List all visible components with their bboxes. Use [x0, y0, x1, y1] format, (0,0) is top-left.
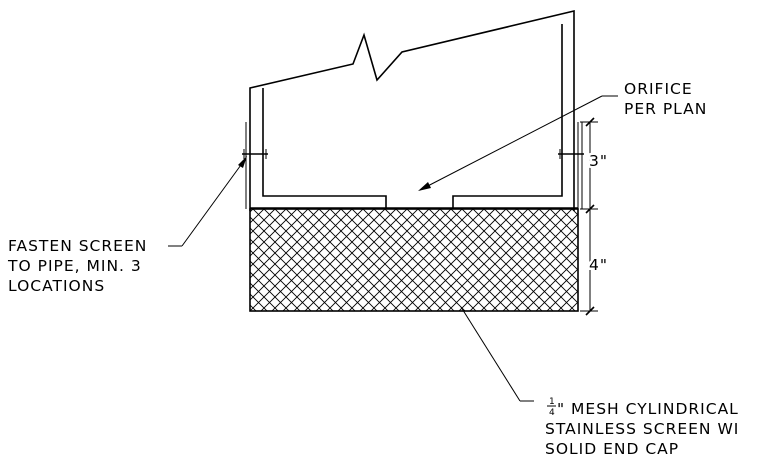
dimension-upper: 3"	[589, 152, 608, 170]
mesh-label-line2: STAINLESS SCREEN WI	[545, 420, 739, 438]
mesh-screen	[249, 208, 579, 312]
fastener-left	[242, 149, 268, 159]
mesh-leader	[460, 306, 534, 402]
mesh-label-line3: SOLID END CAP	[545, 440, 679, 458]
fasten-label-line2: TO PIPE, MIN. 3	[7, 257, 142, 275]
mesh-fraction-numerator: 1	[549, 397, 555, 407]
orifice-leader	[418, 95, 618, 191]
fastener-right	[558, 149, 584, 159]
mesh-fraction-denominator: 4	[549, 408, 555, 418]
fasten-label-line1: FASTEN SCREEN	[8, 237, 147, 255]
dimension-lines	[580, 117, 598, 316]
dimension-lower: 4"	[589, 256, 608, 274]
fasten-label-line3: LOCATIONS	[8, 277, 105, 295]
orifice-label-line2: PER PLAN	[624, 100, 707, 118]
fasten-leader	[168, 156, 247, 247]
orifice-label-line1: ORIFICE	[624, 80, 693, 98]
screen-sleeve	[245, 122, 583, 209]
pipe-outline	[249, 9, 578, 211]
mesh-label-line1: " MESH CYLINDRICAL	[557, 400, 739, 418]
